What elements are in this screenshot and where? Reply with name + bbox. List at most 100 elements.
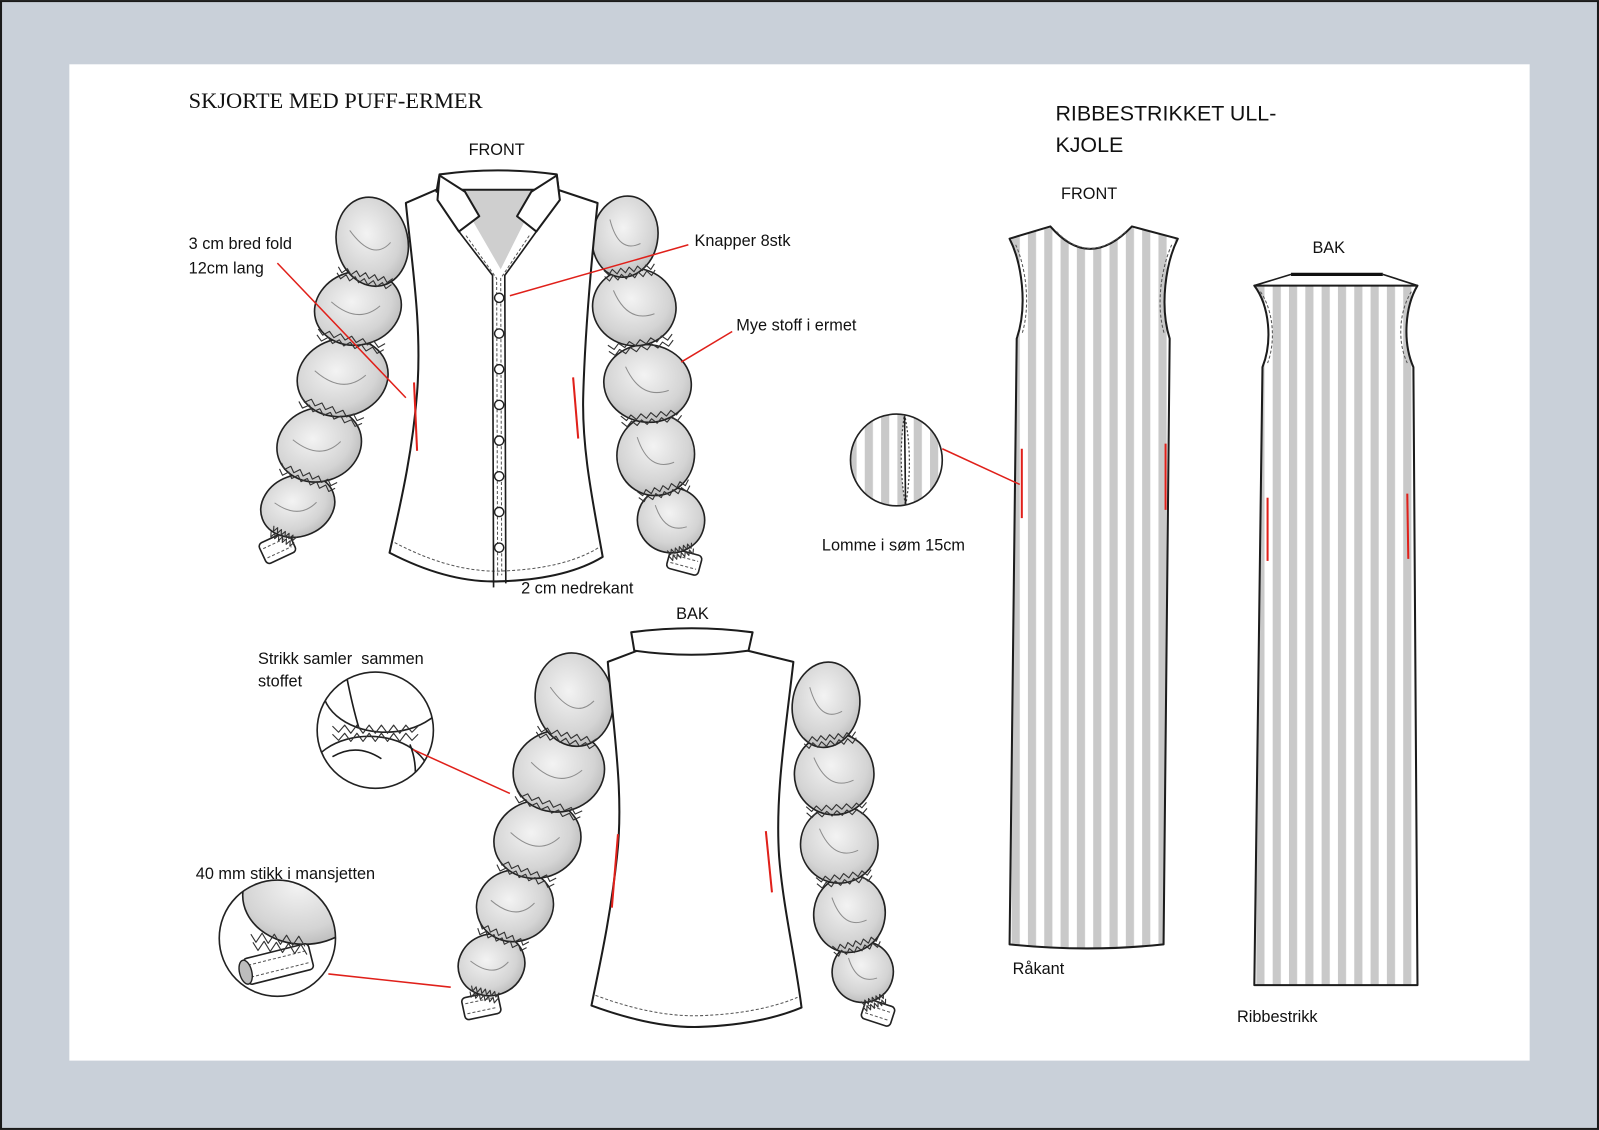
elastic-gather — [272, 525, 298, 542]
elastic-gather — [516, 790, 583, 815]
pocket-closeup — [900, 414, 910, 506]
shirt-back-drawing — [457, 627, 896, 1028]
elastic-gather — [803, 731, 857, 743]
dart-marker-left — [610, 834, 619, 908]
detail-ring — [218, 879, 337, 998]
elastic-gather — [250, 932, 306, 947]
callout-line-sleeve — [680, 330, 733, 363]
shirt-button — [493, 399, 505, 411]
puff-fold-line — [625, 366, 669, 394]
labels: SKJORTE MED PUFF-ERMER FRONT 3 cm bred f… — [189, 88, 1346, 1026]
elastic-gather — [621, 414, 683, 428]
elastic-gather — [806, 808, 868, 819]
puff-fold-line — [831, 897, 867, 924]
collar-right-point — [516, 174, 561, 233]
elastic-gather — [604, 269, 656, 282]
pocket-seam — [903, 416, 907, 504]
shirt-button — [493, 435, 505, 446]
puff-fold-line — [510, 832, 560, 847]
left-sleeve — [457, 652, 614, 1021]
rib-annotation: Ribbestrikk — [1237, 1008, 1318, 1026]
hem-stitching — [394, 542, 599, 572]
puff-fold-line — [819, 828, 859, 854]
elastic-gather — [535, 731, 596, 750]
collar-left-point — [436, 174, 481, 233]
elastic-gather — [831, 935, 880, 951]
elastic-gather — [860, 992, 884, 1007]
cuff-stitching — [267, 546, 292, 559]
armhole-stitching — [1015, 244, 1173, 335]
sleeve-puff — [276, 406, 363, 483]
elastic-gather — [668, 548, 695, 562]
elastic-gather — [316, 334, 385, 354]
closeup-fold-line — [345, 677, 360, 729]
elastic-gather — [496, 864, 555, 888]
dress-back-drawing — [1253, 272, 1419, 987]
elastic-gather — [300, 395, 365, 422]
puff-fold-line — [470, 960, 509, 971]
sleeve-puff — [475, 868, 555, 943]
left-sleeve — [258, 196, 410, 565]
armhole-stitching — [1260, 291, 1412, 364]
right-sleeve — [591, 195, 706, 576]
puff-fold-line — [813, 757, 854, 784]
puff-fold-line — [612, 290, 655, 317]
elastic-gather — [337, 266, 394, 284]
left-front-edge — [458, 231, 495, 588]
puff-fold-line — [654, 504, 687, 529]
shirt-front-label: FRONT — [469, 141, 525, 159]
callout-line-cuff — [328, 973, 451, 988]
puff-fold-line — [848, 957, 878, 980]
right-sleeve — [791, 661, 896, 1027]
elastic-gather — [298, 401, 363, 427]
fold-annotation-line1: 3 cm bred fold — [189, 235, 292, 253]
sleeve-puff — [259, 473, 336, 539]
shirt-back-body — [590, 649, 803, 1028]
dart-marker-right — [572, 377, 580, 439]
neckline-stitching — [1056, 231, 1127, 249]
elastic-gather — [620, 408, 682, 422]
sleeve-cuff — [665, 547, 703, 576]
sleeve-puff — [791, 661, 861, 749]
shirt-button — [493, 470, 505, 482]
raw-edge-annotation: Råkant — [1013, 960, 1065, 978]
shirt-back-label: BAK — [676, 605, 709, 623]
shirt-front-body — [388, 188, 604, 583]
detail-ring — [316, 671, 435, 790]
dress-back-body — [1253, 284, 1419, 987]
elastic-gather — [332, 724, 419, 734]
dress-title-line2: KJOLE — [1055, 133, 1123, 157]
puff-fold-line — [330, 301, 381, 315]
sleeve-fabric-annotation: Mye stoff i ermet — [736, 316, 857, 334]
puff-fold-line — [274, 501, 317, 512]
dress-front-label: FRONT — [1061, 185, 1117, 203]
cuff-annotation: 40 mm stikk i mansjetten — [196, 865, 375, 883]
puff-fold-line — [530, 761, 583, 779]
shirt-button — [493, 328, 505, 339]
dart-marker-left — [413, 382, 419, 451]
dart-marker-right — [764, 831, 773, 893]
shirt-button — [493, 292, 505, 304]
puff-fold-line — [490, 899, 535, 913]
elastic-gather — [803, 737, 857, 749]
elastic-gather — [479, 922, 530, 946]
shirt-front-drawing — [258, 169, 706, 588]
elastic-gather — [279, 468, 336, 493]
elastic-gather — [514, 795, 581, 821]
callout-line-buttons — [509, 244, 689, 297]
elastic-gather — [470, 985, 500, 998]
dress-front-body — [1008, 225, 1179, 950]
callout-line-fold — [276, 262, 407, 399]
elastic-gather — [317, 328, 386, 348]
detail-ring — [849, 413, 944, 507]
cuff-stitching — [670, 561, 697, 570]
elastic-gather — [815, 869, 872, 883]
elastic-gather — [805, 802, 867, 813]
callout-line-pocket — [941, 448, 1021, 486]
rib-closeup — [850, 414, 943, 506]
elastic-gather — [666, 542, 693, 556]
elastic-gather — [332, 732, 419, 742]
shirt-button — [493, 363, 505, 375]
fold-annotation-line2: 12cm lang — [189, 259, 264, 277]
